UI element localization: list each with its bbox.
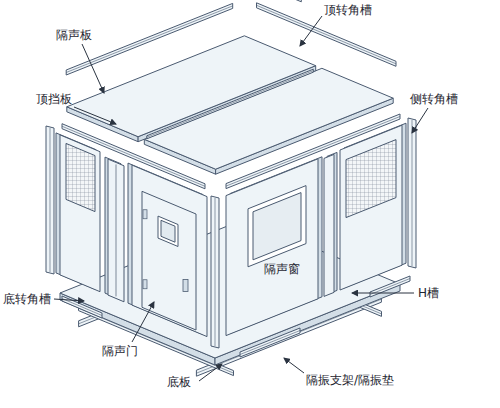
- window-panel: [226, 159, 318, 336]
- leader-line: [54, 299, 84, 301]
- sound-insulation-panel: [340, 125, 402, 290]
- channel-ridge: [412, 120, 413, 266]
- side-corner-channel: [46, 126, 54, 274]
- leader-line: [132, 302, 154, 342]
- door-window: [158, 216, 178, 246]
- leader-line: [82, 44, 104, 93]
- door-hinge: [143, 280, 147, 289]
- door-hinge: [143, 210, 147, 219]
- door-handle: [183, 279, 188, 291]
- bottom-corner-channel: [370, 276, 410, 297]
- channel-ridge: [116, 164, 117, 296]
- leader-line: [352, 293, 414, 294]
- part-label: H槽: [418, 286, 439, 300]
- top-corner-channel: [177, 0, 301, 2]
- bottom-corner-channel: [62, 296, 102, 318]
- top-corner-channel: [257, 3, 397, 67]
- h-channel: [324, 154, 334, 296]
- bottom-corner-channel-ridge: [240, 331, 300, 355]
- bottom-corner-channel: [240, 328, 300, 357]
- leader-line: [284, 358, 304, 373]
- part-label: 隔声门: [102, 344, 138, 358]
- part-label: 顶转角槽: [324, 3, 372, 17]
- part-label: 隔声板: [56, 28, 92, 42]
- h-channel-ridge: [147, 71, 314, 138]
- h-channel: [147, 69, 313, 139]
- channel-ridge: [215, 198, 216, 346]
- sound-window-frame: [248, 186, 306, 267]
- channel-ridge: [50, 128, 51, 272]
- leader-line: [412, 108, 428, 133]
- leader-line: [74, 107, 116, 124]
- h-channel: [108, 159, 124, 302]
- perforated-mesh: [346, 140, 396, 218]
- part-label: 隔振支架/隔振垫: [306, 373, 394, 387]
- side-corner-channel: [211, 196, 219, 348]
- side-corner-channel: [408, 118, 416, 268]
- part-label: 顶挡板: [36, 92, 72, 106]
- door-window-glass: [161, 220, 175, 242]
- sound-insulation-panel: [60, 135, 100, 292]
- sound-window-glass: [253, 193, 301, 260]
- part-label: 底板: [167, 375, 191, 389]
- part-label: 底转角槽: [3, 292, 51, 306]
- part-label: 隔声窗: [263, 262, 301, 276]
- leader-line: [300, 16, 322, 46]
- perforated-mesh: [66, 143, 95, 211]
- bottom-corner-channel-ridge: [370, 279, 410, 295]
- part-label: 侧转角槽: [410, 92, 458, 106]
- door-panel: [132, 165, 207, 337]
- leader-line: [199, 364, 222, 381]
